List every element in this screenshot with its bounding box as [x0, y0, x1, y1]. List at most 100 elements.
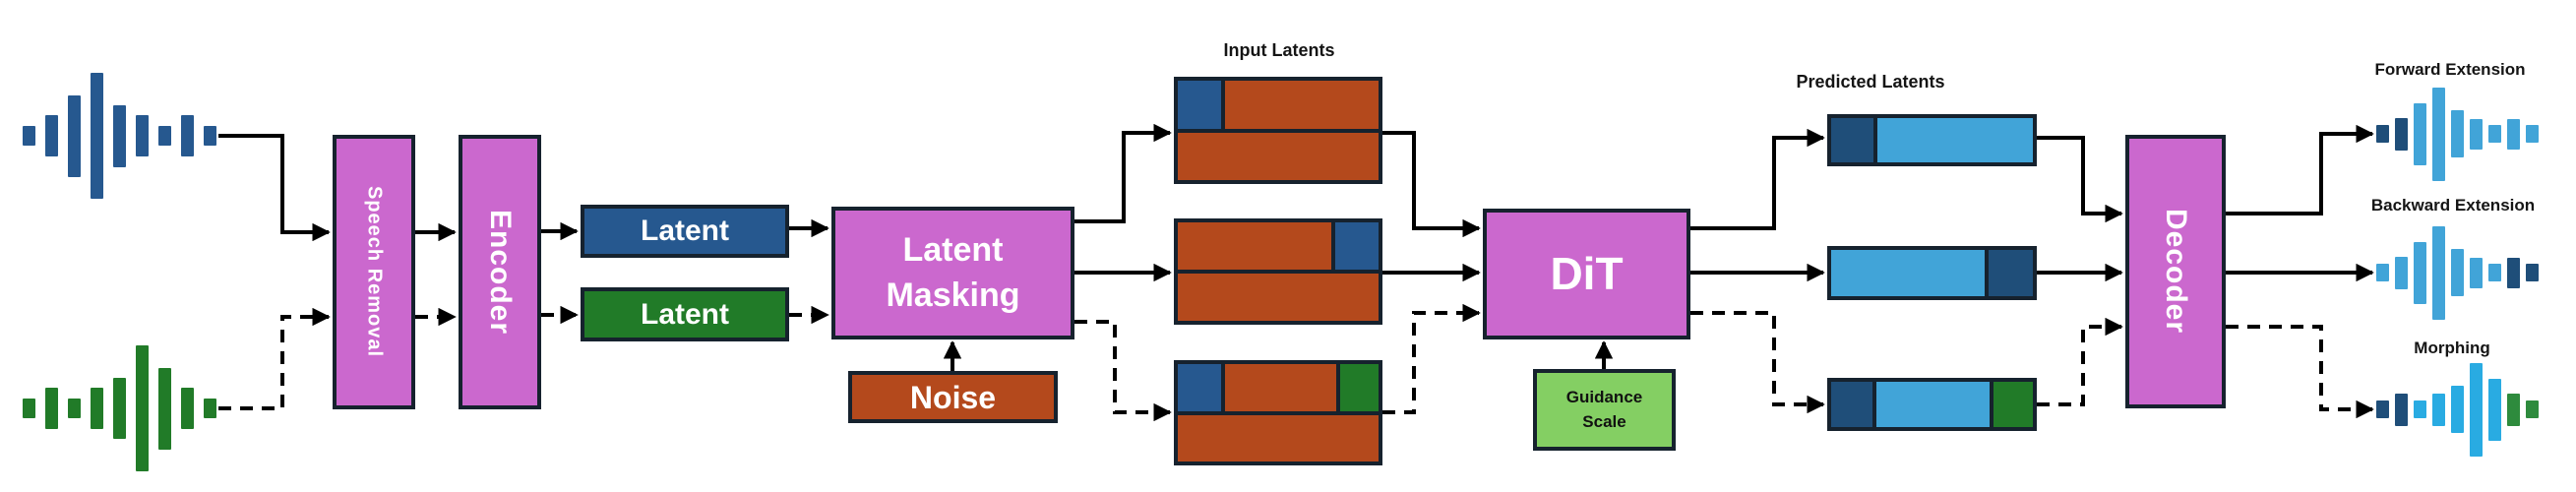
decoder-label: Decoder — [2159, 209, 2192, 335]
input-audio-green-waveform-bar — [23, 399, 35, 418]
decoder-to-forward-extension — [2226, 124, 2374, 215]
backward-extension-waveform-bar — [2395, 256, 2408, 289]
input-latent-1-row — [1178, 132, 1379, 180]
backward-extension-waveform-bar — [2432, 225, 2445, 320]
noise-label: Noise — [909, 379, 997, 415]
backward-extension-waveform-bar — [2526, 264, 2539, 281]
predicted-latent-2-segment-navy — [1988, 250, 2033, 296]
input-latent-3-to-dit — [1382, 303, 1481, 414]
predicted-latent-1-to-decoder — [2037, 136, 2123, 223]
speech-removal-label: Speech Removal — [363, 186, 386, 358]
morphing-waveform-bar — [2507, 393, 2520, 426]
decoder-to-morphing — [2226, 325, 2374, 419]
latent-green-box: Latent — [581, 287, 789, 341]
predicted-latent-3-segment-green — [1993, 382, 2034, 427]
audio-blue-to-speech-removal — [218, 134, 331, 242]
backward-extension-waveform-bar — [2488, 264, 2501, 281]
decoder-box: Decoder — [2125, 135, 2226, 408]
morphing-label: Morphing — [2414, 338, 2490, 357]
predicted-latents-label: Predicted Latents — [1796, 72, 1945, 92]
speech-removal-box: Speech Removal — [333, 135, 415, 409]
latent-green-label: Latent — [641, 297, 729, 331]
input-audio-blue-waveform-bar — [136, 115, 149, 156]
input-audio-green-waveform-bar — [181, 388, 194, 429]
input-audio-blue-waveform-bar — [181, 115, 194, 156]
latent-masking-label: Latent Masking — [886, 230, 1020, 314]
forward-extension-waveform-bar — [2376, 125, 2389, 143]
input-audio-blue-waveform-bar — [113, 104, 126, 167]
backward-extension-waveform-bar — [2470, 257, 2483, 288]
predicted-latent-3-to-decoder — [2037, 317, 2123, 406]
input-audio-green-waveform-bar — [45, 388, 58, 429]
input-audio-green-waveform-bar — [113, 378, 126, 439]
predicted-latent-1-segment-navy — [1831, 118, 1874, 162]
input-latent-3-segment-orange — [1178, 414, 1379, 461]
input-latent-2 — [1174, 218, 1382, 325]
input-latent-2-segment-orange — [1178, 222, 1331, 270]
forward-extension-waveform-bar — [2526, 125, 2539, 143]
encoder-label: Encoder — [483, 209, 517, 336]
forward-extension-waveform-bar — [2414, 102, 2426, 165]
predicted-latent-1 — [1827, 114, 2037, 166]
predicted-latent-1-segment-light_blue — [1877, 118, 2033, 162]
backward-extension-waveform — [2376, 225, 2539, 320]
input-audio-blue-waveform-bar — [204, 126, 216, 146]
predicted-latent-2-segment-light_blue — [1831, 250, 1985, 296]
forward-extension-waveform-bar — [2395, 117, 2408, 151]
input-latent-3-segment-green — [1339, 364, 1379, 411]
predicted-latent-3-row — [1831, 382, 2034, 427]
predicted-latent-3 — [1827, 378, 2037, 431]
input-audio-green-waveform-bar — [68, 399, 81, 418]
input-latent-2-row — [1178, 274, 1379, 321]
input-latent-3 — [1174, 360, 1382, 465]
forward-extension-waveform-bar — [2470, 118, 2483, 150]
guidance-scale-box: Guidance Scale — [1533, 369, 1676, 451]
input-latent-1-segment-blue — [1178, 81, 1222, 129]
input-latent-1 — [1174, 77, 1382, 184]
input-audio-green-waveform-bar — [91, 388, 103, 429]
input-audio-blue-waveform-bar — [91, 73, 103, 199]
predicted-latent-3-segment-light_blue — [1876, 382, 1991, 427]
backward-extension-waveform-bar — [2376, 264, 2389, 281]
dit-box: DiT — [1483, 209, 1690, 339]
forward-extension-waveform-bar — [2432, 87, 2445, 181]
backward-extension-waveform-bar — [2451, 249, 2464, 296]
forward-extension-label: Forward Extension — [2374, 60, 2526, 79]
predicted-latent-2-row — [1831, 250, 2033, 296]
audio-green-to-speech-removal — [218, 307, 331, 410]
masking-to-input-latent-1 — [1074, 123, 1172, 223]
forward-extension-waveform-bar — [2507, 118, 2520, 150]
backward-extension-waveform-bar — [2414, 241, 2426, 304]
encoder-box: Encoder — [459, 135, 541, 409]
input-audio-blue-waveform-bar — [45, 115, 58, 156]
input-latent-2-row — [1178, 222, 1379, 270]
morphing-waveform-bar — [2414, 400, 2426, 418]
input-latent-3-row — [1178, 364, 1379, 411]
dit-to-predicted-latent-1 — [1690, 128, 1825, 230]
input-audio-blue-waveform — [23, 73, 216, 199]
input-latent-1-segment-orange — [1178, 132, 1379, 180]
masking-to-input-latent-3 — [1074, 320, 1172, 422]
input-latent-3-segment-blue — [1178, 364, 1222, 411]
noise-box: Noise — [848, 371, 1058, 423]
morphing-waveform-bar — [2395, 393, 2408, 426]
backward-extension-label: Backward Extension — [2370, 196, 2536, 215]
morphing-waveform — [2376, 362, 2539, 457]
morphing-waveform-bar — [2376, 400, 2389, 418]
morphing-waveform-bar — [2451, 386, 2464, 433]
input-audio-green-waveform-bar — [136, 345, 149, 471]
input-audio-blue-waveform-bar — [23, 126, 35, 146]
predicted-latent-2 — [1827, 246, 2037, 300]
input-latent-1-to-dit — [1382, 131, 1481, 238]
dit-to-predicted-latent-3 — [1690, 311, 1825, 414]
morphing-waveform-bar — [2470, 362, 2483, 457]
morphing-waveform-bar — [2526, 400, 2539, 418]
predicted-latent-3-segment-navy — [1831, 382, 1873, 427]
latent-blue-box: Latent — [581, 205, 789, 258]
backward-extension-waveform-bar — [2507, 257, 2520, 288]
input-latent-3-row — [1178, 414, 1379, 461]
input-audio-blue-waveform-bar — [158, 126, 171, 146]
morphing-waveform-bar — [2488, 378, 2501, 441]
morphing-waveform-bar — [2432, 393, 2445, 426]
